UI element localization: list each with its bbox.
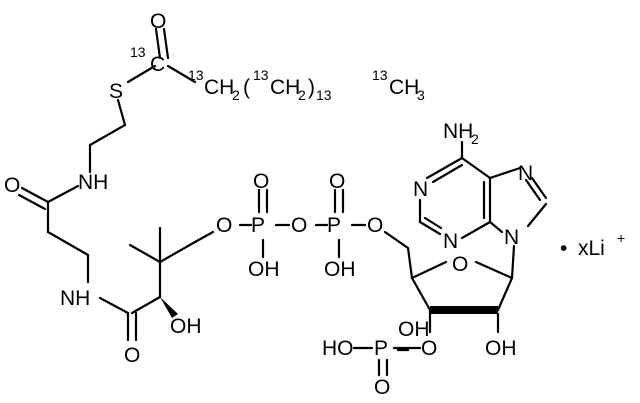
subscript-ch2: 2 bbox=[232, 87, 240, 103]
isotope-label-ch2: 13 bbox=[188, 67, 204, 83]
atom-ch2-repeat: CH bbox=[270, 76, 300, 99]
paren-close: ) bbox=[308, 76, 315, 99]
atom-o-amide1: O bbox=[4, 174, 20, 197]
atom-n3: N bbox=[443, 230, 458, 253]
counterion-charge: + bbox=[617, 230, 625, 246]
atom-o-amide2: O bbox=[124, 344, 140, 367]
atom-oh-pantoate: OH bbox=[170, 315, 202, 338]
subscript-ch2-repeat: 2 bbox=[298, 87, 306, 103]
atom-p2: P bbox=[327, 214, 341, 237]
atom-ch2: CH bbox=[204, 76, 234, 99]
atom-s: S bbox=[109, 80, 123, 103]
atom-nh2: NH bbox=[443, 120, 473, 143]
atom-c1: C bbox=[150, 53, 165, 76]
atom-labels: O 13 C S 13 CH 2 ( 13 CH 2 ) 13 13 CH 3 … bbox=[4, 10, 625, 399]
atom-p3-ho: HO bbox=[322, 337, 354, 360]
atom-p3-oh: OH bbox=[398, 318, 430, 341]
counterion-label: xLi bbox=[578, 237, 605, 260]
atom-p2-oh: OH bbox=[324, 258, 356, 281]
atom-o-3prime: O bbox=[421, 337, 437, 360]
atom-o-ring: O bbox=[452, 253, 468, 276]
atom-n1: N bbox=[413, 178, 428, 201]
atom-o-bridge2: O bbox=[291, 214, 307, 237]
atom-n7: N bbox=[518, 162, 533, 185]
atom-o-bridge1: O bbox=[216, 214, 232, 237]
atom-n9: N bbox=[504, 226, 519, 249]
atom-p2-o: O bbox=[329, 170, 345, 193]
bonds bbox=[17, 27, 548, 377]
isotope-label-ch3: 13 bbox=[372, 67, 388, 83]
isotope-label-ch2n: 13 bbox=[253, 67, 269, 83]
atom-o-bridge3: O bbox=[367, 214, 383, 237]
counterion-dot: • bbox=[560, 237, 567, 260]
atom-oh-2prime: OH bbox=[485, 337, 517, 360]
atom-p1-oh: OH bbox=[248, 258, 280, 281]
atom-nh-pantothenate: NH bbox=[60, 287, 90, 310]
atom-p3-o: O bbox=[374, 376, 390, 399]
subscript-nh2: 2 bbox=[471, 131, 479, 147]
atom-ch3: CH bbox=[389, 76, 419, 99]
atom-p3: P bbox=[374, 337, 388, 360]
atom-p1: P bbox=[251, 214, 265, 237]
atom-nh-cysteamine: NH bbox=[78, 171, 108, 194]
isotope-label-c1: 13 bbox=[130, 44, 146, 60]
subscript-ch3: 3 bbox=[417, 87, 425, 103]
paren-open: ( bbox=[243, 76, 250, 99]
atom-o-carbonyl: O bbox=[150, 10, 166, 33]
atom-p1-o: O bbox=[253, 170, 269, 193]
repeat-count: 13 bbox=[316, 87, 332, 103]
